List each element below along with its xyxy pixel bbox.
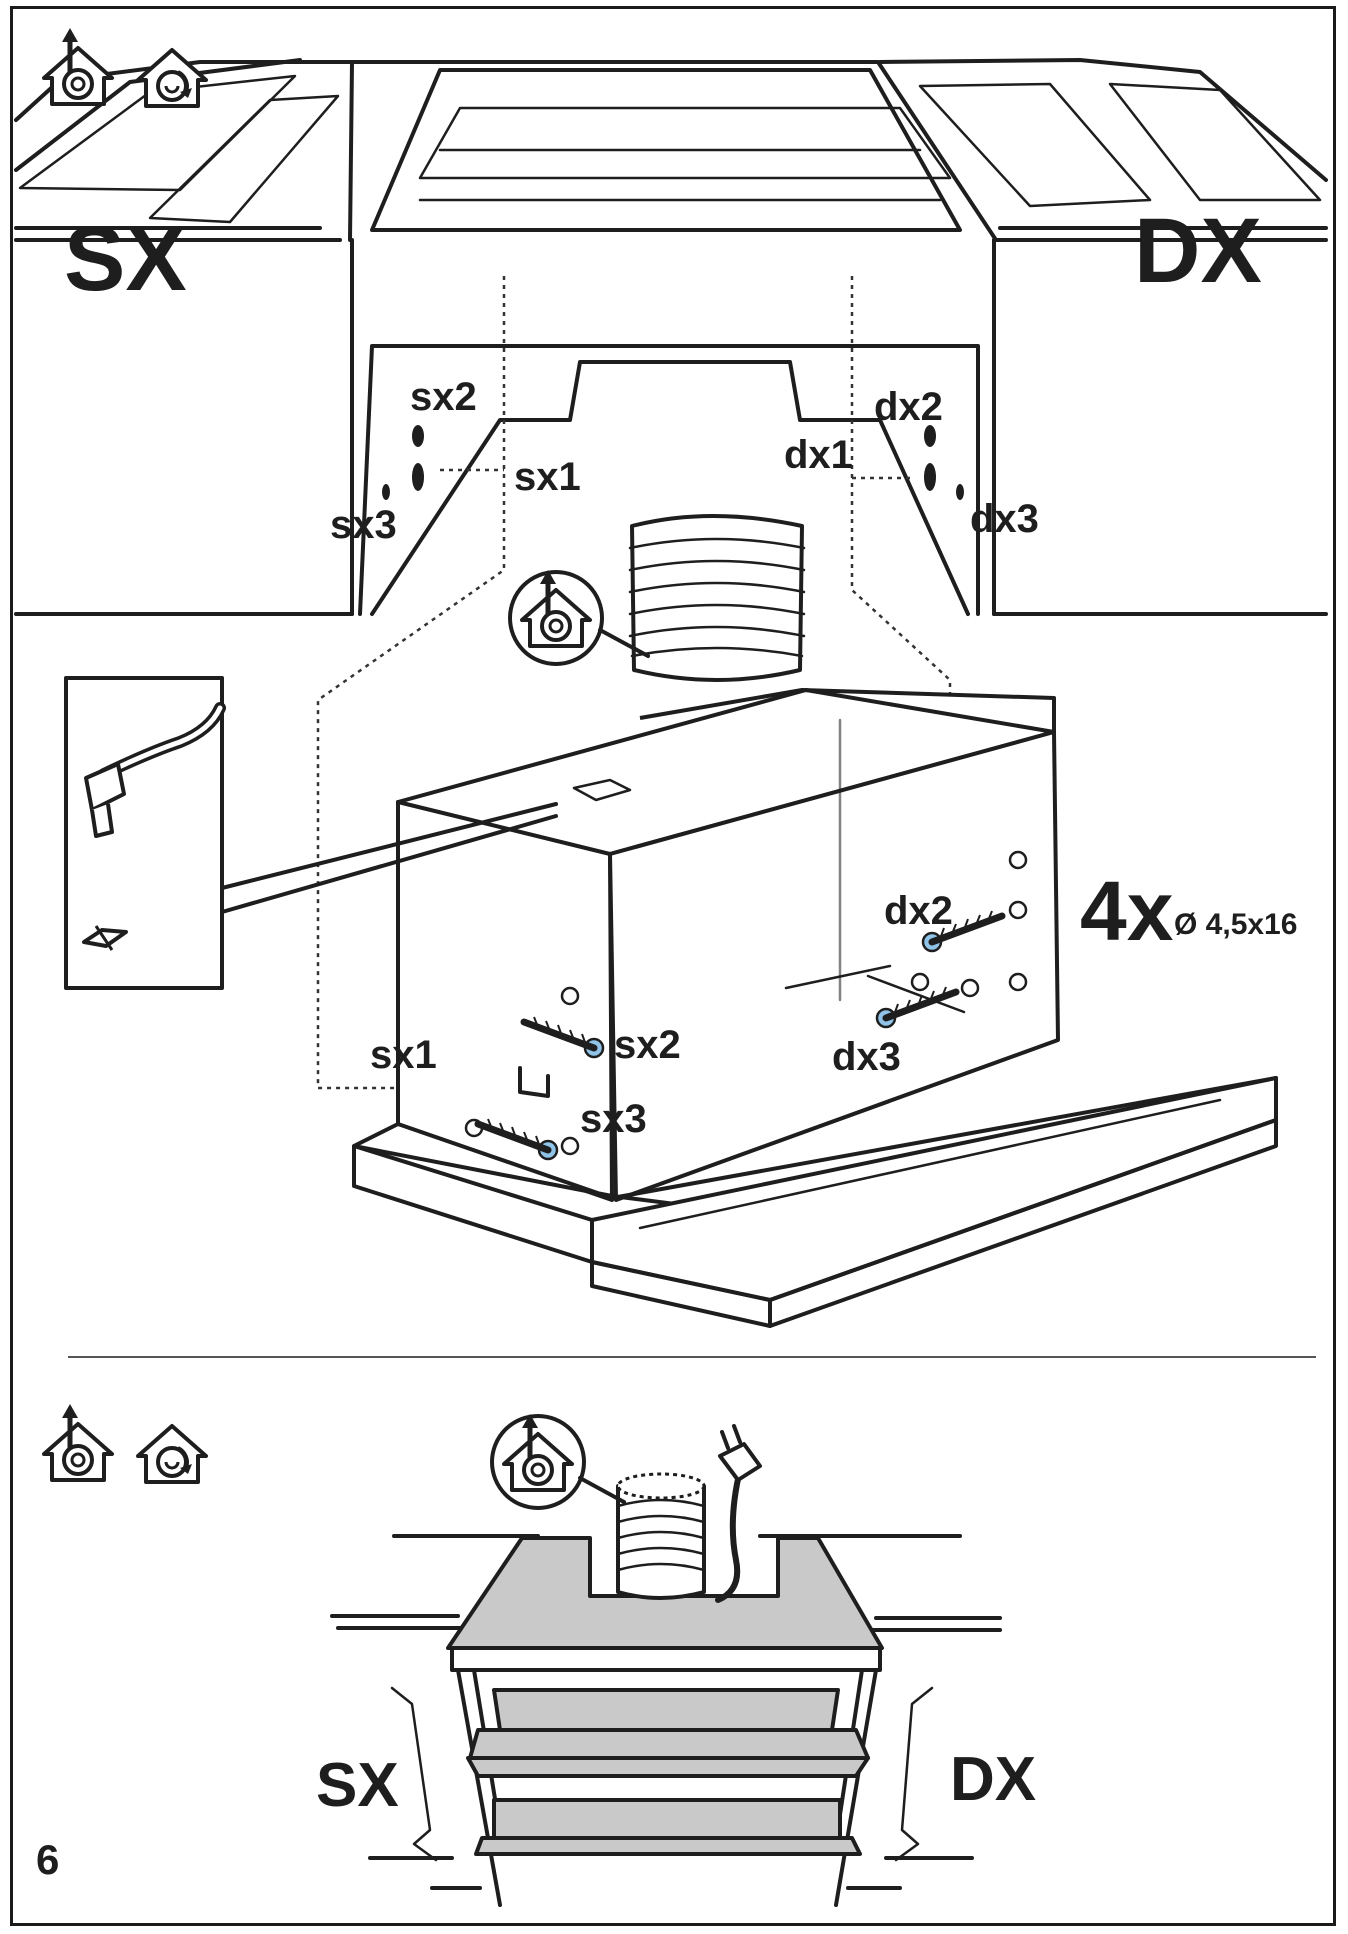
bottom-installed-hood [330,1424,1002,1907]
top-right-side-label: DX [1134,200,1262,302]
bottom-left-side-label: SX [316,1751,399,1820]
top-left-side-label: SX [64,208,187,310]
hood-hole-sx3-label: sx3 [580,1097,647,1141]
ducted-extraction-icon [44,1404,112,1480]
recirculation-icon [136,48,208,108]
page-number: 6 [36,1836,59,1883]
hood-body [352,688,1278,1328]
hood-hole-dx3-label: dx3 [832,1035,901,1079]
plug-inset [64,676,558,990]
ducted-extraction-icon [44,28,112,104]
cabinet-hole-dx2-label: dx2 [874,385,943,429]
recirculation-icon [136,1424,208,1484]
cabinet-hole-sx2-label: sx2 [410,375,477,419]
screw-quantity-label: 4x [1080,864,1174,958]
hood-hole-sx1-label: sx1 [370,1033,437,1077]
bottom-right-side-label: DX [950,1745,1036,1814]
page-frame [10,6,1336,1926]
cabinet-hole-sx1-label: sx1 [514,455,581,499]
cabinet-hole-dx1-label: dx1 [784,433,853,477]
cabinet-hole-sx3-label: sx3 [330,503,397,547]
hood-hole-dx2-label: dx2 [884,889,953,933]
hood-hole-sx2-label: sx2 [614,1023,681,1067]
plug-icon [84,762,126,838]
screw-spec-label: Ø 4,5x16 [1174,908,1297,941]
cabinet-hole-dx3-label: dx3 [970,497,1039,541]
cable-clip-icon [82,925,128,951]
top-cabinet-row [14,58,1328,1090]
